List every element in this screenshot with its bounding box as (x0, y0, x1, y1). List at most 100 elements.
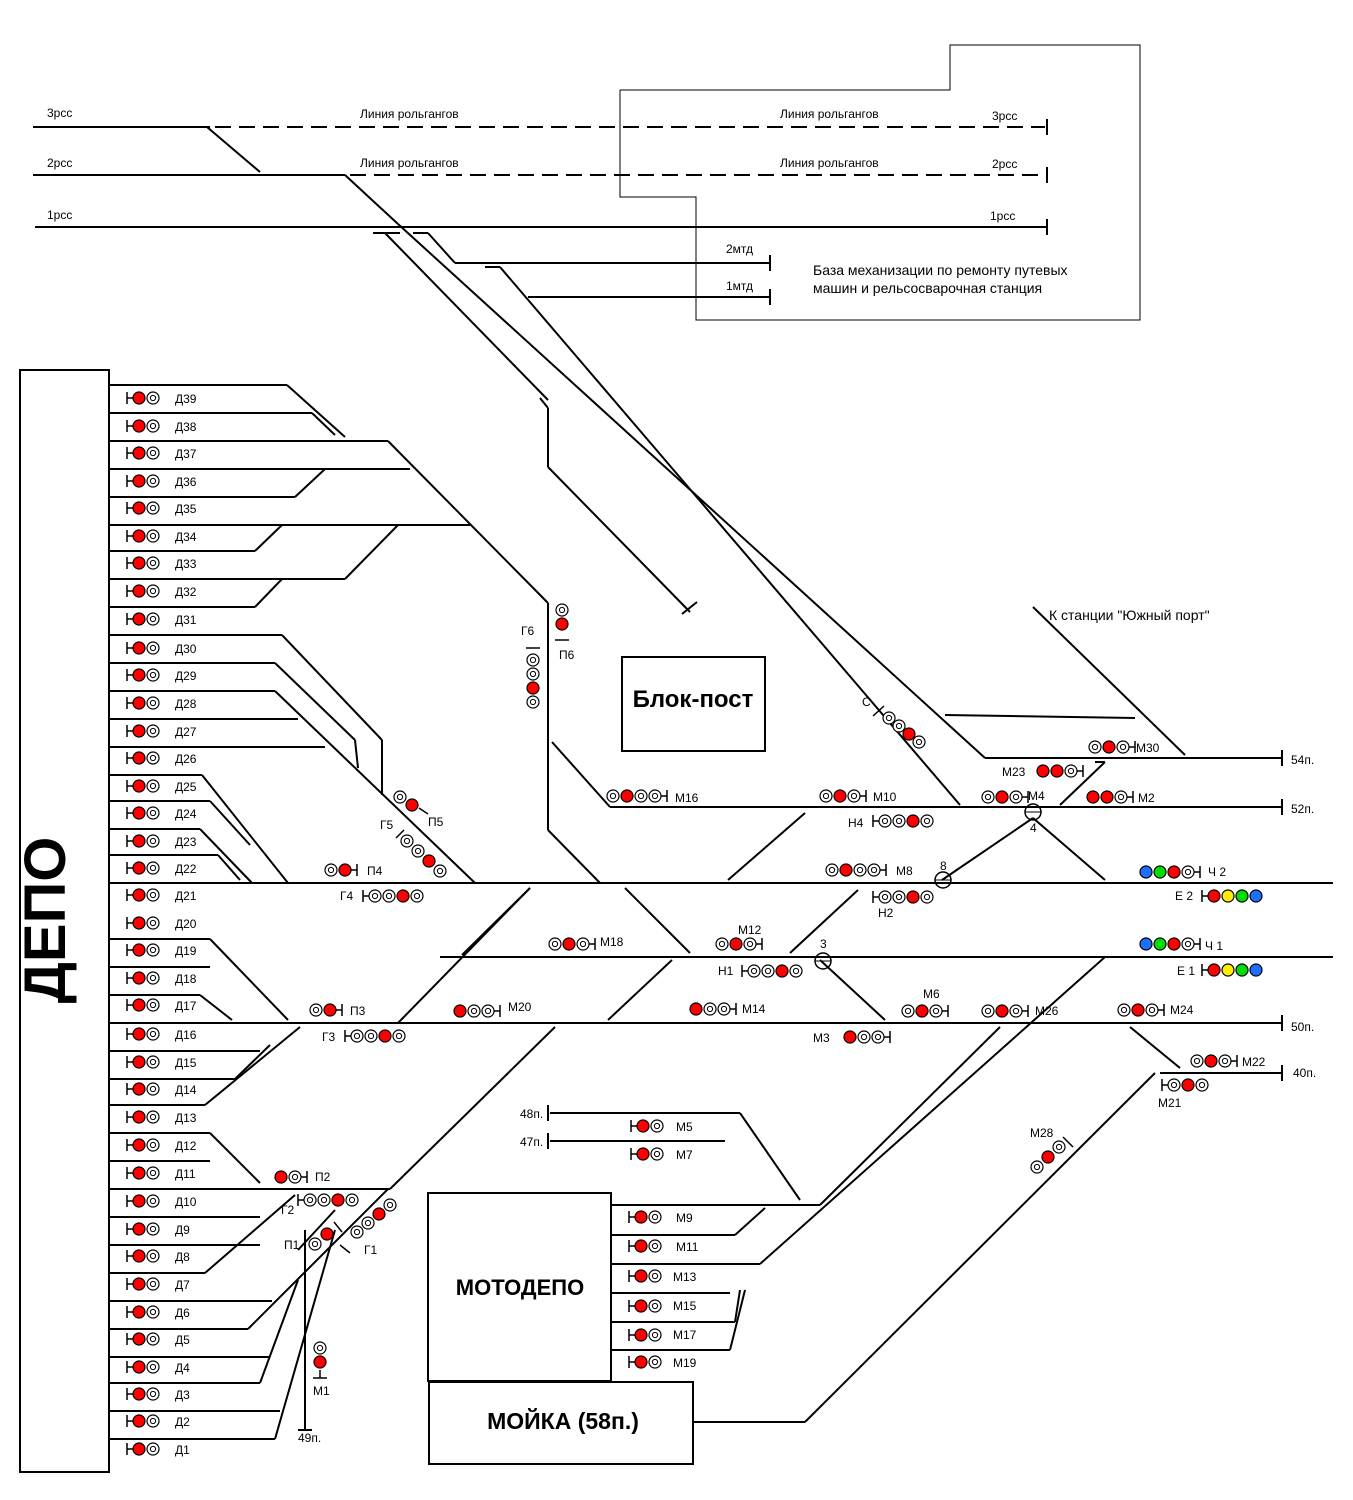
signal: М6 (901, 987, 949, 1018)
signal-label: Д36 (175, 475, 197, 489)
depo-signal: Д17 (126, 998, 197, 1013)
line-right-label: 2рсс (992, 157, 1017, 171)
signal-label: Д4 (175, 1361, 190, 1375)
signal-label: Г2 (281, 1203, 294, 1217)
depo-signal: Д29 (126, 668, 197, 683)
line-mid-label: Линия рольгангов (360, 156, 459, 170)
depo-signal: Д32 (126, 584, 197, 599)
track-end-label: 50п. (1291, 1020, 1314, 1034)
depo-signal: Д38 (126, 419, 197, 434)
moika-building (428, 1381, 694, 1465)
depo-label: ДЕПО (13, 837, 78, 1004)
signal-label: М15 (673, 1299, 697, 1313)
switch-number: 3 (820, 937, 827, 951)
depo-signal: Д2 (126, 1414, 190, 1429)
signal-label: Д22 (175, 862, 197, 876)
depo-signal: Д5 (126, 1332, 190, 1347)
signal: М10 (819, 789, 897, 804)
depo-signal: Д28 (126, 696, 197, 711)
signal-label: М30 (1136, 741, 1160, 755)
signal-label: Д11 (175, 1167, 196, 1181)
signal-label: М17 (673, 1328, 697, 1342)
signal-label: Г6 (521, 624, 534, 638)
track-lines (33, 44, 1333, 1440)
signal-label: Д27 (175, 725, 197, 739)
depo-signal: Д25 (126, 779, 197, 794)
signal-label: М8 (896, 864, 913, 878)
signal-label: Д13 (175, 1111, 197, 1125)
signal: Г5 (380, 818, 447, 878)
signal-label: М18 (600, 935, 624, 949)
signal-label: М23 (1002, 765, 1026, 779)
signal-label: Д16 (175, 1028, 197, 1042)
signal-label: Д10 (175, 1195, 197, 1209)
track-end-label: 47п. (520, 1135, 543, 1149)
signal-label: Д20 (175, 917, 197, 931)
signal-label: Д25 (175, 780, 197, 794)
signal: Г1 (350, 1198, 397, 1257)
signal: М15 (628, 1299, 697, 1313)
depo-signal: Д4 (126, 1360, 190, 1375)
signal-label: Д3 (175, 1388, 190, 1402)
line-mid-label: Линия рольгангов (780, 107, 879, 121)
depo-signal: Д23 (126, 834, 197, 849)
signal: М2 (1086, 790, 1155, 805)
buildings (19, 369, 766, 1473)
signal-label: Д38 (175, 420, 197, 434)
line-right-label: 3рсс (992, 109, 1017, 123)
signal-label: Д29 (175, 669, 197, 683)
track-end-label: 49п. (298, 1431, 321, 1445)
track-end-label: 54п. (1291, 753, 1314, 767)
signal-label: Д23 (175, 835, 197, 849)
signal-label: Г5 (380, 818, 393, 832)
switch-number: 8 (940, 859, 947, 873)
signal-label: Е 2 (1175, 889, 1193, 903)
signal-label: М22 (1242, 1055, 1266, 1069)
signal: М24 (1117, 1003, 1194, 1017)
depo-signal: Д20 (126, 916, 197, 931)
signal: М9 (628, 1210, 693, 1225)
signal-label: Д34 (175, 530, 197, 544)
depo-signal: Д34 (126, 529, 197, 544)
signal-label: М6 (923, 987, 940, 1001)
signal-label: Д18 (175, 972, 197, 986)
depo-signal: Д6 (126, 1305, 190, 1320)
line-left-label: 1рсс (47, 208, 72, 222)
signal-label: М5 (676, 1120, 693, 1134)
signal: М19 (628, 1355, 697, 1370)
signal-label: Д12 (175, 1139, 197, 1153)
depo-signal: Д33 (126, 556, 197, 571)
signal-label: Д33 (175, 557, 197, 571)
signal-label: М2 (1138, 791, 1155, 805)
signal: М8 (825, 863, 913, 878)
signal-label: Н4 (848, 816, 864, 830)
depo-signal: Д10 (126, 1194, 197, 1209)
signal-label: Е 1 (1177, 964, 1195, 978)
signal: М26 (981, 1004, 1059, 1018)
signal-label: Д19 (175, 944, 197, 958)
signals: Д39Д38Д37Д36Д35Д34Д33Д32Д31Д30Д29Д28Д27Д… (126, 391, 1266, 1457)
signal-label: Д17 (175, 999, 197, 1013)
blockpost-building (621, 656, 766, 752)
signal-label: Д1 (175, 1443, 190, 1457)
depo-signal: Д30 (126, 641, 197, 656)
depo-signal: Д9 (126, 1222, 190, 1237)
signal-label: Г4 (340, 889, 353, 903)
signal-label: Д6 (175, 1306, 190, 1320)
depo-signal: Д24 (126, 806, 197, 821)
signal: П3 (309, 1003, 366, 1018)
depo-signal: Д1 (126, 1442, 190, 1457)
motodepo-label: МОТОДЕПО (456, 1275, 584, 1300)
signal: Н4 (848, 814, 934, 830)
signal: Г2 (281, 1193, 359, 1217)
signal: П5 (393, 790, 444, 829)
signal-label: М7 (676, 1148, 693, 1162)
signal: Г3 (322, 1029, 406, 1044)
track-end-label: 52п. (1291, 802, 1314, 816)
signal: Н2 (872, 890, 934, 920)
signal-label: М24 (1170, 1003, 1194, 1017)
signal: М11 (628, 1239, 699, 1254)
depo-signal: Д11 (126, 1166, 196, 1181)
signal-label: М11 (676, 1240, 699, 1254)
